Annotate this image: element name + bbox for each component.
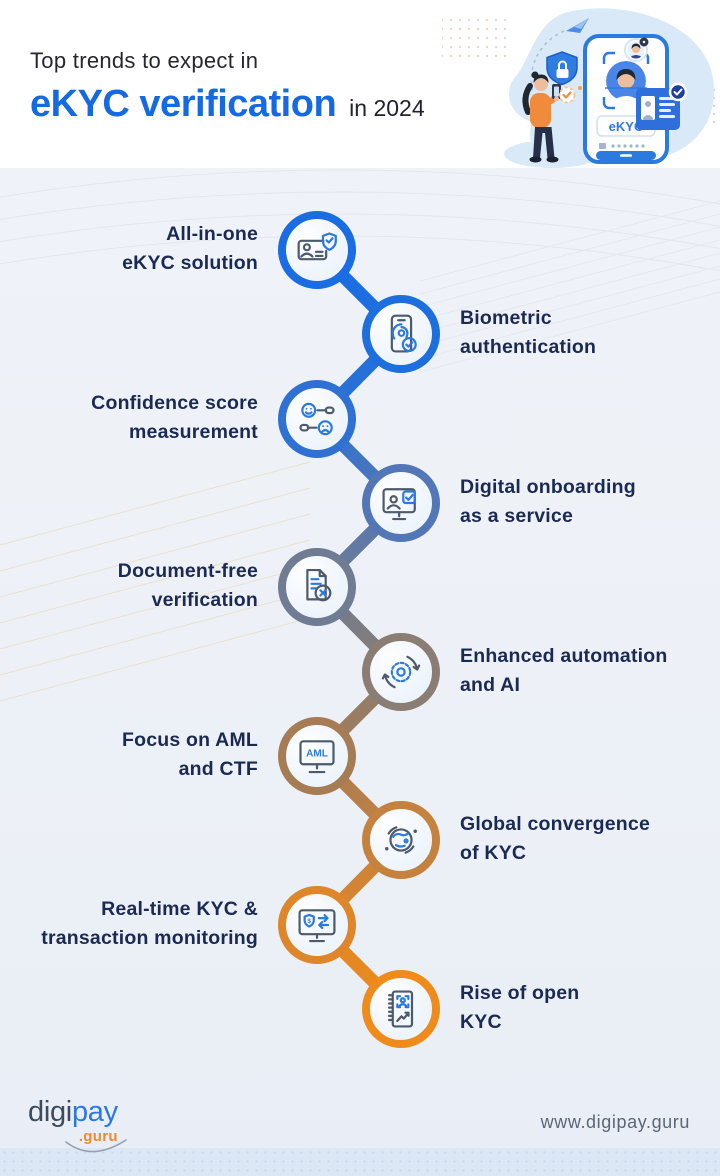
timeline-label-1: All-in-one eKYC solution <box>0 220 258 278</box>
timeline-label-7: Focus on AML and CTF <box>0 726 258 784</box>
id-card <box>636 82 688 130</box>
timeline-node-1 <box>278 211 356 289</box>
timeline-label-10: Rise of open KYC <box>460 979 720 1037</box>
timeline-node-2 <box>362 295 440 373</box>
phone-fingerprint-icon <box>390 314 417 353</box>
label-line: authentication <box>460 336 597 358</box>
title-line1: Top trends to expect in <box>30 48 259 73</box>
paper-plane-icon <box>566 18 589 33</box>
title-suffix: in 2024 <box>349 95 425 121</box>
monitor-transfer-icon: $ <box>298 909 336 943</box>
timeline-label-9: Real-time KYC & transaction monitoring <box>0 895 258 953</box>
confidence-faces-icon <box>299 402 335 436</box>
avatar <box>606 61 646 101</box>
timeline-node-5 <box>278 548 356 626</box>
gear-sync-icon <box>381 655 421 689</box>
timeline-label-4: Digital onboarding as a service <box>460 473 720 531</box>
timeline-node-6 <box>362 633 440 711</box>
label-line: Confidence score <box>91 392 258 414</box>
label-line: Biometric <box>460 307 552 329</box>
timeline-node-7: AML <box>278 717 356 795</box>
dot-grid-decor <box>442 16 512 62</box>
avatar-badge <box>624 37 649 62</box>
id-card-shield-icon <box>297 232 337 261</box>
label-line: Rise of open <box>460 982 580 1004</box>
website-url: www.digipay.guru <box>540 1112 690 1132</box>
label-line: and CTF <box>178 758 258 780</box>
label-line: as a service <box>460 505 574 527</box>
aml-monitor-icon: AML <box>299 740 335 774</box>
timeline-node-10 <box>362 970 440 1048</box>
timeline-label-3: Confidence score measurement <box>0 389 258 447</box>
timeline-label-2: Biometric authentication <box>460 304 720 362</box>
woman-character <box>522 71 576 163</box>
timeline-label-5: Document-free verification <box>0 557 258 615</box>
logo-digi: digi <box>28 1096 72 1128</box>
check-circle-icon <box>558 86 576 104</box>
label-line: verification <box>151 589 258 611</box>
logo-guru: .guru <box>78 1128 118 1145</box>
timeline-node-8 <box>362 801 440 879</box>
timeline-node-9: $ <box>278 886 356 964</box>
ekyc-illustration: eKYC <box>442 8 718 168</box>
label-line: Global convergence <box>460 813 650 835</box>
label-line: Document-free <box>117 560 258 582</box>
label-line: KYC <box>460 1011 502 1033</box>
logo-pay: pay <box>71 1096 118 1128</box>
shield-lock-icon <box>546 51 582 90</box>
svg-text:$: $ <box>307 918 311 925</box>
globe-icon <box>385 826 417 854</box>
monitor-onboarding-icon <box>382 488 416 521</box>
dashed-trail <box>530 30 565 105</box>
label-line: and AI <box>460 674 521 696</box>
label-line: Real-time KYC & <box>101 898 258 920</box>
label-line: transaction monitoring <box>41 927 258 949</box>
label-line: Focus on AML <box>122 729 258 751</box>
label-line: Digital onboarding <box>460 476 636 498</box>
page-title: Top trends to expect in eKYC verificatio… <box>30 48 425 126</box>
notebook-scan-icon <box>387 990 414 1028</box>
label-line: All-in-one <box>166 223 258 245</box>
header: Top trends to expect in eKYC verificatio… <box>0 0 720 168</box>
timeline-label-8: Global convergence of KYC <box>460 810 720 868</box>
timeline-label-6: Enhanced automation and AI <box>460 642 720 700</box>
phone-label: eKYC <box>609 119 644 134</box>
label-line: measurement <box>128 421 258 443</box>
label-line: Enhanced automation <box>460 645 668 667</box>
label-line: of KYC <box>460 842 527 864</box>
password-row <box>599 143 645 149</box>
label-line: eKYC solution <box>122 252 258 274</box>
timeline-node-3 <box>278 380 356 458</box>
timeline-node-4 <box>362 464 440 542</box>
phone-ekyc: eKYC <box>583 34 669 164</box>
svg-text:AML: AML <box>306 748 328 759</box>
title-highlight: eKYC verification <box>30 83 337 125</box>
document-x-icon <box>306 568 332 602</box>
logo-swoosh <box>65 1139 127 1153</box>
digipay-logo: digipay .guru <box>28 1096 127 1153</box>
bottom-band <box>0 1148 720 1176</box>
